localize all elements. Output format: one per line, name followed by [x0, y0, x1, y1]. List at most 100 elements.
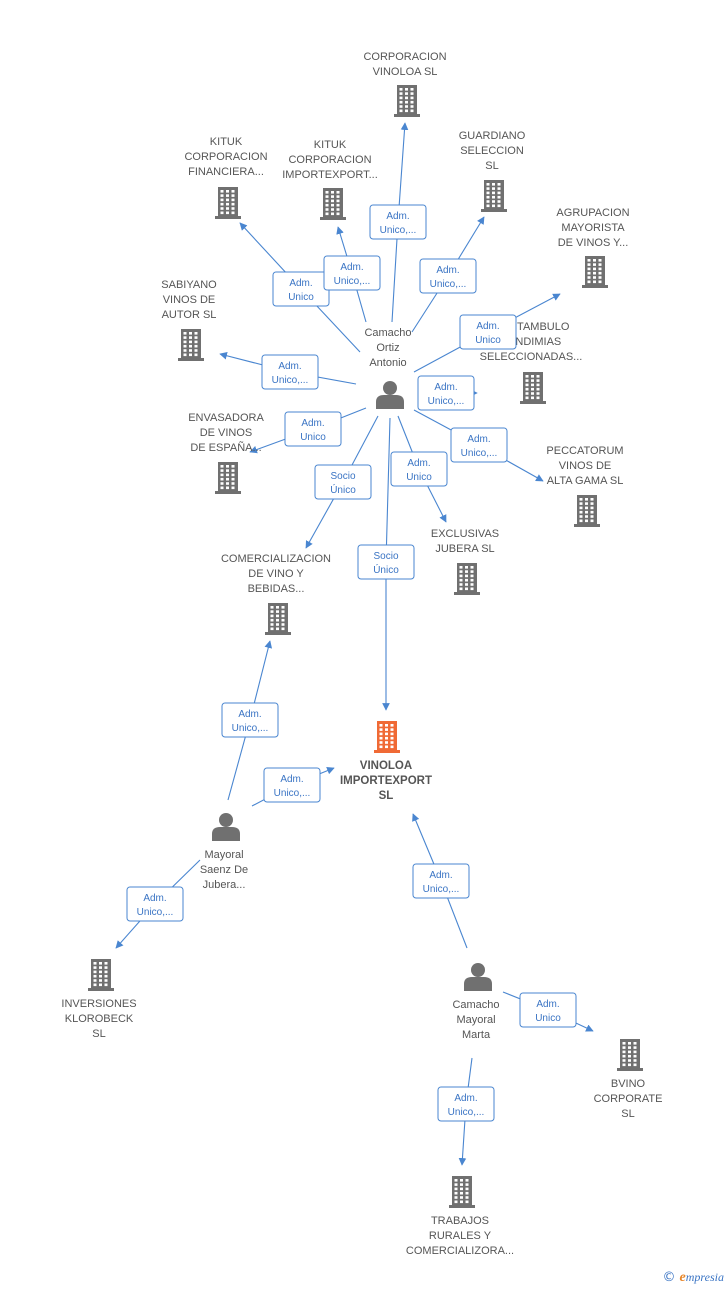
node-label-line: DE VINOS	[200, 427, 253, 439]
node-label-line: Marta	[462, 1029, 491, 1041]
building-icon	[449, 1176, 475, 1208]
edge-label-line: Unico,...	[137, 907, 174, 918]
edge-label-box	[519, 992, 577, 1028]
edge-label-box	[419, 258, 477, 294]
brand-name: mpresia	[685, 1270, 724, 1284]
edge-label-box	[221, 702, 279, 738]
edge-label-line: Unico,...	[423, 884, 460, 895]
node-label-line: VINOS DE	[559, 460, 612, 472]
edge-label-line: Adm.	[301, 418, 324, 429]
edge-label-camacho-ortiz-to-peccatorum[interactable]: Adm.Unico,...	[450, 427, 508, 463]
edge-label-line: Adm.	[289, 278, 312, 289]
node-label-line: VINOLOA SL	[373, 66, 438, 78]
edge-label-mayoral-saenz-to-inversiones[interactable]: Adm.Unico,...	[126, 886, 184, 922]
node-label-line: Camacho	[452, 999, 499, 1011]
edge-label-camacho-ortiz-to-kituk-fin[interactable]: Adm.Unico	[272, 271, 330, 307]
node-label-line: Mayoral	[456, 1014, 495, 1026]
node-kituk-imp[interactable]: KITUKCORPORACIONIMPORTEXPORT...	[282, 139, 378, 220]
node-kituk-fin[interactable]: KITUKCORPORACIONFINANCIERA...	[184, 136, 268, 219]
node-label-line: CORPORACION	[288, 154, 371, 166]
edge-label-box	[314, 464, 372, 500]
edge-label-box	[357, 544, 415, 580]
edge-label-camacho-mayoral-to-vinoloa[interactable]: Adm. Unico,...	[412, 863, 470, 899]
edge-label-camacho-ortiz-to-exclusivas[interactable]: Adm.Unico	[390, 451, 448, 487]
brand-initial: e	[679, 1270, 686, 1285]
edge-label-mayoral-saenz-to-comercializacion[interactable]: Adm.Unico,...	[221, 702, 279, 738]
edge-label-line: Unico	[535, 1013, 561, 1024]
node-label-line: PECCATORUM	[546, 445, 623, 457]
node-label-line: SL	[92, 1028, 105, 1040]
node-label-line: Mayoral	[204, 849, 243, 861]
node-peccatorum[interactable]: PECCATORUM VINOS DE ALTA GAMA SL	[546, 445, 624, 527]
node-label-line: TRABAJOS	[431, 1215, 489, 1227]
edge-label-camacho-mayoral-to-trabajos[interactable]: Adm.Unico,...	[437, 1086, 495, 1122]
node-label-line: Saenz De	[200, 864, 248, 876]
node-comercializacion[interactable]: COMERCIALIZACION DE VINO Y BEBIDAS...	[221, 553, 331, 635]
edge-label-box	[459, 314, 517, 350]
edge-label-camacho-ortiz-to-envasadora[interactable]: Adm.Unico	[284, 411, 342, 447]
copyright-symbol: ©	[662, 1270, 676, 1285]
edge-label-line: Unico,...	[232, 723, 269, 734]
building-icon	[265, 603, 291, 635]
edge-label-box	[323, 255, 381, 291]
edge-label-box	[412, 863, 470, 899]
node-label-line: BEBIDAS...	[248, 583, 305, 595]
building-icon	[582, 256, 608, 288]
edge-label-line: Unico,...	[334, 276, 371, 287]
node-label-line: DE VINOS Y...	[558, 237, 629, 249]
edge-label-line: Adm.	[429, 870, 452, 881]
node-label-line: DE VINO Y	[248, 568, 304, 580]
edge-label-camacho-ortiz-to-sabiyano[interactable]: Adm.Unico,...	[261, 354, 319, 390]
node-label-line: ENVASADORA	[188, 412, 264, 424]
empresia-watermark: ©empresia	[663, 1270, 724, 1286]
person-icon	[376, 381, 404, 409]
edge-label-line: Adm.	[340, 262, 363, 273]
edge-label-box	[261, 354, 319, 390]
edge-label-line: Adm.	[476, 321, 499, 332]
building-icon	[617, 1039, 643, 1071]
edge-label-line: Socio	[373, 551, 398, 562]
node-label-line: MAYORISTA	[561, 222, 625, 234]
node-label-line: VINOS DE	[163, 294, 216, 306]
building-icon	[520, 372, 546, 404]
edge-label-line: Unico,...	[430, 279, 467, 290]
edge-label-line: Único	[330, 483, 356, 496]
node-label-line: CORPORATE	[594, 1093, 663, 1105]
node-label-line: KLOROBECK	[65, 1013, 134, 1025]
node-label-line: COMERCIALIZACION	[221, 553, 331, 565]
edge-label-camacho-ortiz-to-guardiano[interactable]: Adm.Unico,...	[419, 258, 477, 294]
node-label-line: ALTA GAMA SL	[547, 475, 624, 487]
edge-label-camacho-ortiz-to-corporacion[interactable]: Adm.Unico,...	[369, 204, 427, 240]
edge-label-mayoral-saenz-to-vinoloa[interactable]: Adm.Unico,...	[263, 767, 321, 803]
edge-label-camacho-mayoral-to-bvino[interactable]: Adm.Unico	[519, 992, 577, 1028]
building-icon	[178, 329, 204, 361]
node-label-line: Jubera...	[203, 879, 246, 891]
node-label-line: COMERCIALIZORA...	[406, 1245, 514, 1257]
node-corporacion[interactable]: CORPORACION VINOLOA SL	[363, 51, 447, 117]
edge-label-camacho-ortiz-to-kituk-imp[interactable]: Adm. Unico,...	[323, 255, 381, 291]
edge-label-box	[390, 451, 448, 487]
edge-labels-layer: Adm.Unico,...Adm.UnicoAdm.Unico,...Adm.U…	[126, 204, 577, 1122]
edge-label-line: Unico,...	[448, 1107, 485, 1118]
edge-label-line: Socio	[330, 471, 355, 482]
edge-label-camacho-ortiz-to-noctambulo[interactable]: Adm.Unico,...	[417, 375, 475, 411]
node-label-line: FINANCIERA...	[188, 166, 264, 178]
edge-label-line: Unico,...	[274, 788, 311, 799]
edge-label-box	[437, 1086, 495, 1122]
edge-label-camacho-ortiz-to-agrupacion[interactable]: Adm.Unico	[459, 314, 517, 350]
node-label-line: CORPORACION	[363, 51, 446, 63]
